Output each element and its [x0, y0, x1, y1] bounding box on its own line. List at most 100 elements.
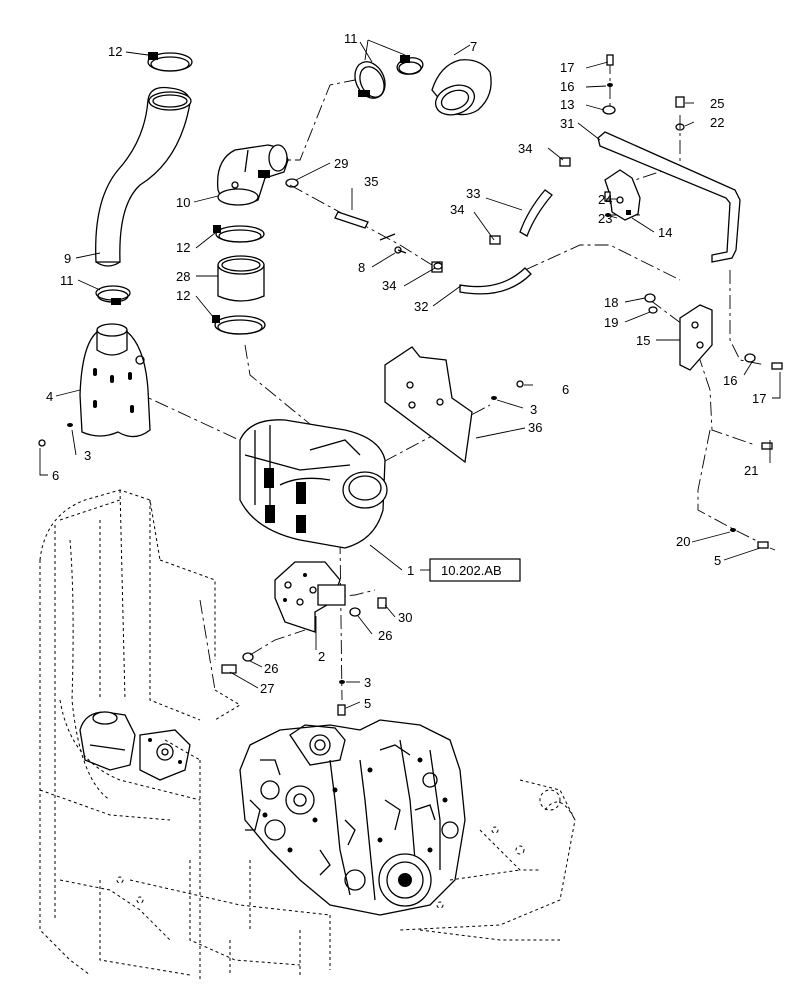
shield-plate-36 [384, 346, 473, 464]
machine-frame-phantom [39, 489, 576, 980]
gasket-29 [285, 178, 299, 188]
callout-30: 30 [398, 610, 412, 625]
callout-18: 18 [604, 295, 618, 310]
callout-14: 14 [658, 225, 672, 240]
callout-36: 36 [528, 420, 542, 435]
callout-25: 25 [710, 96, 724, 111]
reference-box[interactable]: 10.202.AB [429, 558, 521, 582]
reference-box-label[interactable]: 10.202.AB [441, 563, 502, 578]
exhaust-elbow-10 [216, 144, 289, 206]
heat-shield-4 [79, 323, 151, 438]
elbow-7 [431, 59, 492, 116]
washer-26-left [242, 652, 254, 662]
callout-20: 20 [676, 534, 690, 549]
clip-13 [602, 105, 616, 115]
callout-24: 24 [598, 192, 612, 207]
mounting-bracket-2 [274, 561, 346, 633]
callout-6: 6 [52, 468, 59, 483]
callout-12: 12 [176, 288, 190, 303]
callout-12: 12 [176, 240, 190, 255]
exhaust-pipe-9 [95, 86, 192, 267]
hose-clamp-12-low [212, 315, 266, 335]
callout-35: 35 [364, 174, 378, 189]
bolt-27 [221, 664, 237, 674]
callout-26: 26 [264, 661, 278, 676]
callout-3: 3 [530, 402, 537, 417]
engine-assembly [239, 719, 466, 916]
bolt-21 [761, 442, 773, 450]
callout-31: 31 [560, 116, 574, 131]
tube-35 [334, 211, 369, 229]
bracket-14 [604, 169, 641, 221]
callout-6: 6 [562, 382, 569, 397]
callout-12: 12 [108, 44, 122, 59]
washer-19 [648, 306, 658, 314]
washer-20 [730, 528, 736, 532]
callout-9: 9 [64, 251, 71, 266]
washer-16-top [607, 83, 613, 87]
tube-31 [597, 131, 741, 263]
bolt-5-bottom [337, 704, 346, 716]
callout-32: 32 [414, 299, 428, 314]
callout-10: 10 [176, 195, 190, 210]
callout-3: 3 [364, 675, 371, 690]
callout-17: 17 [560, 60, 574, 75]
washer-23 [605, 213, 611, 217]
callout-17: 17 [752, 391, 766, 406]
bolt-30 [377, 597, 387, 609]
callout-16: 16 [723, 373, 737, 388]
coupling-28 [217, 255, 265, 302]
bolt-8 [379, 233, 407, 254]
callout-2: 2 [318, 649, 325, 664]
callout-4: 4 [46, 389, 53, 404]
callout-3: 3 [84, 448, 91, 463]
clip-34-lower [433, 262, 443, 270]
bolt-17-right [771, 362, 783, 370]
callout-22: 22 [710, 115, 724, 130]
callout-5: 5 [714, 553, 721, 568]
callout-1: 1 [407, 563, 414, 578]
hose-clamp-12-top [147, 52, 193, 72]
callout-34: 34 [450, 202, 464, 217]
nut-18 [644, 293, 656, 303]
hose-clamps-11-upper [354, 55, 424, 99]
hose-clamp-11-lower [95, 285, 131, 305]
callout-23: 23 [598, 211, 612, 226]
callout-13: 13 [560, 97, 574, 112]
bolt-5-right [757, 541, 769, 549]
callout-28: 28 [176, 269, 190, 284]
callout-29: 29 [334, 156, 348, 171]
callout-8: 8 [358, 260, 365, 275]
callout-34: 34 [382, 278, 396, 293]
callout-7: 7 [470, 39, 477, 54]
washer-16-right [744, 353, 756, 363]
coolant-reservoir [79, 711, 191, 781]
bracket-15 [679, 304, 713, 371]
callout-21: 21 [744, 463, 758, 478]
hose-32 [459, 267, 532, 295]
washer-26-right [349, 607, 361, 617]
callout-5: 5 [364, 696, 371, 711]
hardware-6-3-left [38, 423, 73, 447]
bolt-24 [604, 191, 611, 202]
callout-11: 11 [344, 31, 358, 46]
washer-22 [675, 123, 685, 131]
callout-19: 19 [604, 315, 618, 330]
leader-lines [39, 39, 781, 709]
muffler-1 [239, 419, 388, 549]
callout-11: 11 [60, 273, 74, 288]
callout-26: 26 [378, 628, 392, 643]
clip-34-upper [489, 157, 571, 245]
callout-15: 15 [636, 333, 650, 348]
bolt-25 [675, 96, 685, 108]
hardware-6-3-right [491, 380, 524, 400]
callout-16: 16 [560, 79, 574, 94]
bolt-17-top [606, 54, 614, 66]
washer-3-bottom [339, 680, 345, 684]
callout-27: 27 [260, 681, 274, 696]
callout-labels: 1 2 3 3 3 4 5 5 6 6 7 8 9 10 11 11 12 12… [46, 31, 766, 711]
callout-34: 34 [518, 141, 532, 156]
hose-33 [519, 189, 553, 237]
callout-33: 33 [466, 186, 480, 201]
